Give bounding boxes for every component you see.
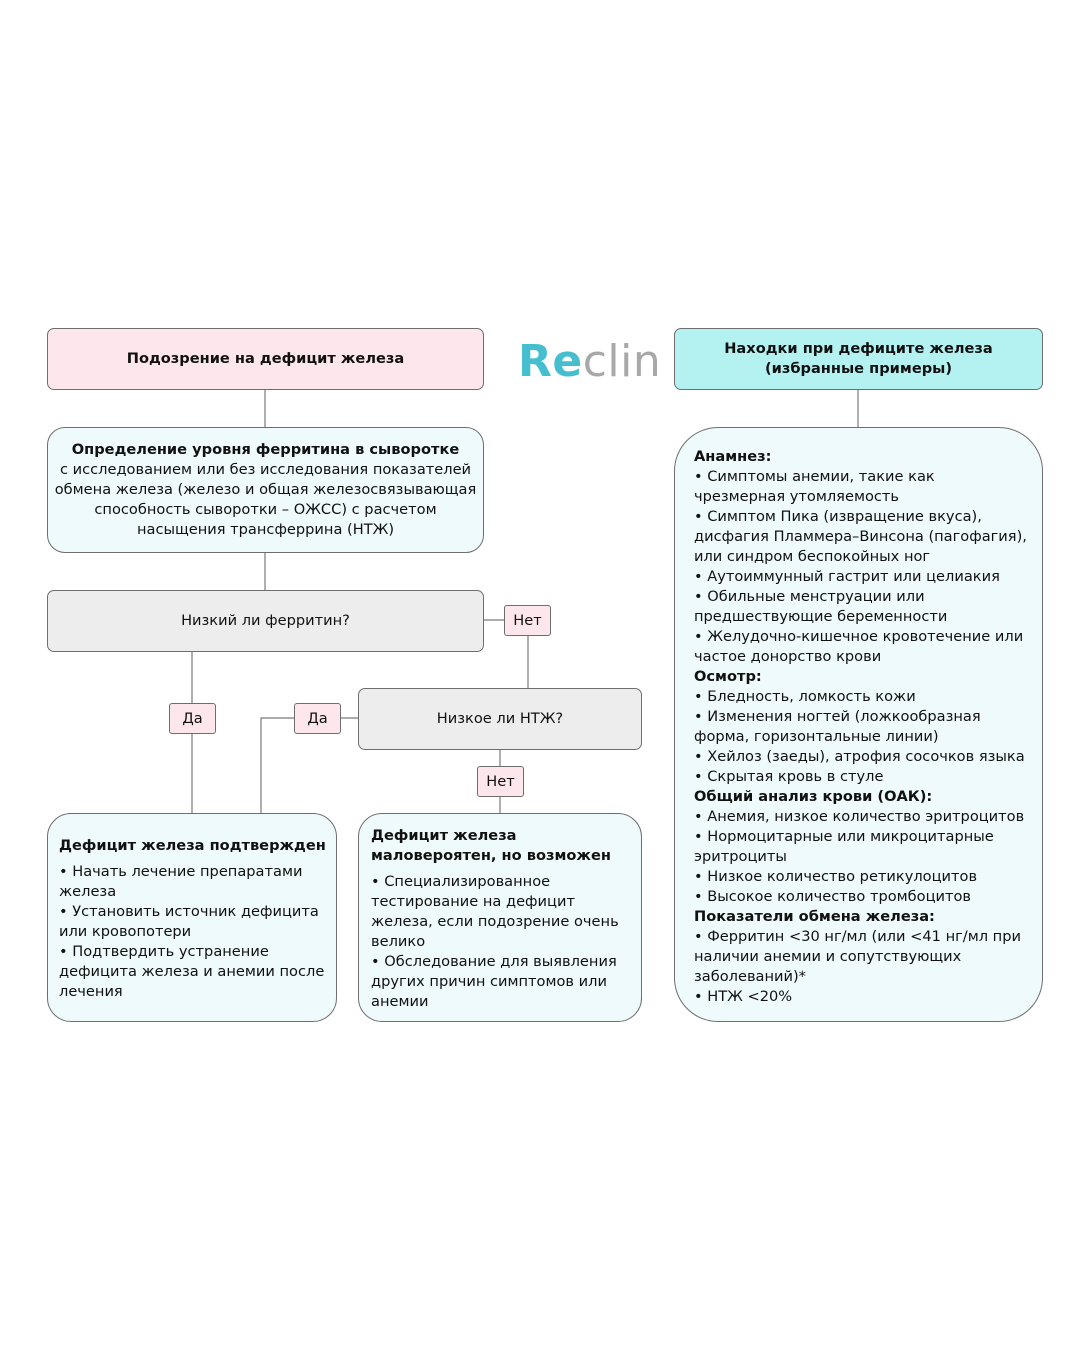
confirmed-item: • Установить источник дефицита или крово…: [59, 903, 319, 940]
suspicion-box: Подозрение на дефицит железа: [47, 328, 484, 390]
confirmed-box: Дефицит железа подтвержден • Начать лече…: [47, 813, 337, 1022]
findings-item: • Бледность, ломкость кожи: [694, 688, 916, 705]
label-no-tsat: Нет: [477, 766, 524, 797]
ferritin-test-line: насыщения трансферрина (НТЖ): [136, 521, 395, 538]
label-no-text: Нет: [486, 773, 515, 790]
findings-section-title: Анамнез:: [694, 448, 772, 465]
findings-item: • Желудочно-кишечное кровотечение или ча…: [694, 628, 1024, 665]
ferritin-test-line: способность сыворотки – ОЖСС) с расчетом: [94, 501, 437, 518]
unlikely-item: • Обследование для выявления других прич…: [371, 953, 617, 1010]
findings-item: • Хейлоз (заеды), атрофия сосочков языка: [694, 748, 1025, 765]
confirmed-item: • Подтвердить устранение дефицита железа…: [59, 943, 325, 1000]
findings-section-title: Общий анализ крови (ОАК):: [694, 788, 933, 805]
findings-item: • Аутоиммунный гастрит или целиакия: [694, 568, 1000, 585]
confirmed-title: Дефицит железа подтвержден: [59, 837, 326, 854]
findings-item: • Ферритин <30 нг/мл (или <41 нг/мл при …: [694, 928, 1021, 985]
question-low-tsat-text: Низкое ли НТЖ?: [436, 710, 564, 727]
question-low-ferritin-text: Низкий ли ферритин?: [181, 612, 350, 629]
findings-section-list: • Симптомы анемии, такие как чрезмерная …: [694, 467, 1028, 667]
label-yes-text: Да: [307, 710, 328, 727]
label-no-text: Нет: [513, 612, 542, 629]
findings-title-line2: (избранные примеры): [764, 360, 953, 377]
findings-item: • Скрытая кровь в стуле: [694, 768, 884, 785]
label-yes-text: Да: [182, 710, 203, 727]
findings-item: • НТЖ <20%: [694, 988, 793, 1005]
question-low-ferritin: Низкий ли ферритин?: [47, 590, 484, 652]
label-yes-ferritin: Да: [169, 703, 216, 734]
label-yes-tsat: Да: [294, 703, 341, 734]
ferritin-test-line: с исследованием или без исследования пок…: [59, 461, 472, 478]
findings-section-title: Показатели обмена железа:: [694, 908, 935, 925]
unlikely-box: Дефицит железа маловероятен, но возможен…: [358, 813, 642, 1022]
confirmed-item: • Начать лечение препаратами железа: [59, 863, 303, 900]
findings-item: • Анемия, низкое количество эритроцитов: [694, 808, 1025, 825]
findings-section-title: Осмотр:: [694, 668, 762, 685]
findings-item: • Высокое количество тромбоцитов: [694, 888, 972, 905]
logo-part-re: Re: [518, 336, 583, 387]
confirmed-list: • Начать лечение препаратами железа • Ус…: [59, 862, 328, 1002]
findings-item: • Нормоцитарные или микроцитарные эритро…: [694, 828, 994, 865]
unlikely-title: Дефицит железа маловероятен, но возможен: [371, 827, 611, 864]
unlikely-item: • Специализированное тестирование на деф…: [371, 873, 619, 950]
logo-part-clin: clin: [582, 336, 662, 387]
label-no-ferritin: Нет: [504, 605, 551, 636]
unlikely-list: • Специализированное тестирование на деф…: [371, 872, 633, 1012]
question-low-tsat: Низкое ли НТЖ?: [358, 688, 642, 750]
findings-item: • Обильные менструации или предшествующи…: [694, 588, 948, 625]
findings-title-line1: Находки при дефиците железа: [724, 340, 993, 357]
findings-title-box: Находки при дефиците железа (избранные п…: [674, 328, 1043, 390]
findings-section-list: • Анемия, низкое количество эритроцитов …: [694, 807, 1028, 907]
findings-item: • Симптомы анемии, такие как чрезмерная …: [694, 468, 935, 505]
reclin-logo: Reclin: [518, 336, 661, 387]
ferritin-test-line: обмена железа (железо и общая железосвяз…: [54, 481, 477, 498]
ferritin-test-box: Определение уровня ферритина в сыворотке…: [47, 427, 484, 553]
suspicion-title: Подозрение на дефицит железа: [126, 350, 405, 367]
findings-section-list: • Ферритин <30 нг/мл (или <41 нг/мл при …: [694, 927, 1028, 1007]
findings-item: • Симптом Пика (извращение вкуса), дисфа…: [694, 508, 1027, 565]
ferritin-test-title: Определение уровня ферритина в сыворотке: [71, 441, 460, 458]
findings-section-list: • Бледность, ломкость кожи • Изменения н…: [694, 687, 1028, 787]
findings-item: • Низкое количество ретикулоцитов: [694, 868, 978, 885]
findings-box: Анамнез: • Симптомы анемии, такие как чр…: [674, 427, 1043, 1022]
findings-item: • Изменения ногтей (ложкообразная форма,…: [694, 708, 981, 745]
